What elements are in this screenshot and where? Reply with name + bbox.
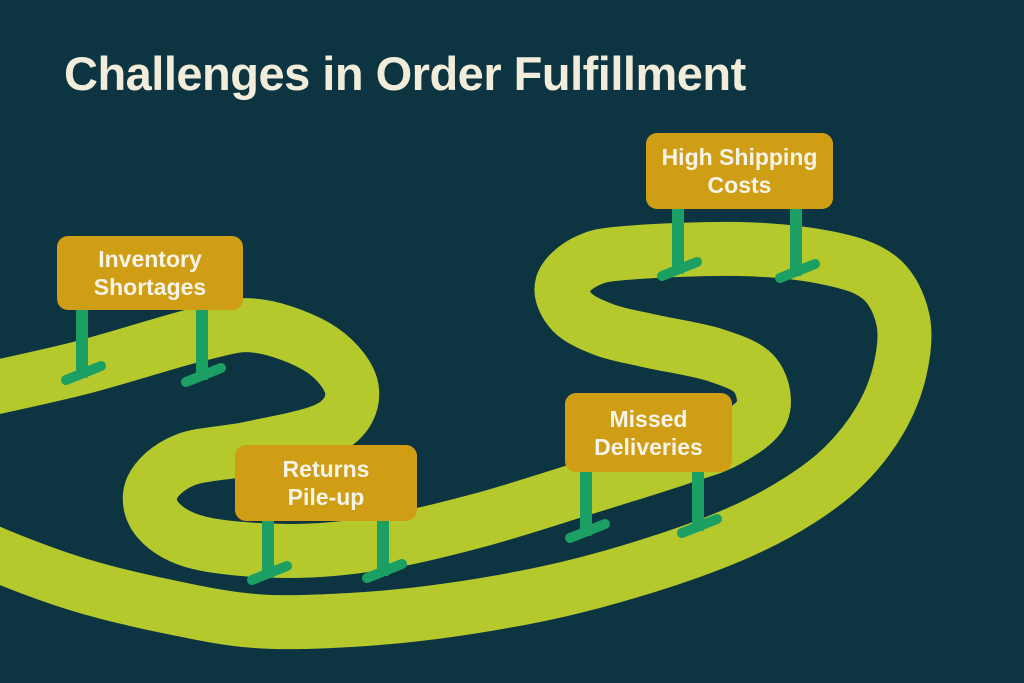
sign-text-line: Inventory [98,246,202,272]
sign-text-line: Costs [707,172,772,198]
sign-post [262,516,274,578]
post-foot [61,361,106,385]
sign-returns-pile-up: Returns Pile-up [235,445,417,521]
sign-text-line: High Shipping [661,144,818,170]
sign-text-line: Shortages [93,274,207,300]
sign-text-line: Returns [282,456,370,482]
sign-post [196,306,208,380]
post-foot [657,257,702,281]
sign-post [790,204,802,276]
sign-text-line: Deliveries [594,433,703,460]
sign-inventory-shortages: Inventory Shortages [57,236,243,310]
sign-text-line: Missed [609,405,688,432]
post-foot [775,259,820,283]
sign-post [692,468,704,531]
sign-post [76,306,88,378]
post-foot [181,363,226,387]
sign-text-line: Pile-up [287,484,365,510]
page-title: Challenges in Order Fulfillment [64,47,746,100]
post-foot [677,514,722,538]
sign-post [377,516,389,576]
post-foot [362,559,407,583]
sign-high-shipping-costs: High Shipping Costs [646,133,833,209]
sign-missed-deliveries: Missed Deliveries [565,393,732,472]
sign-post [672,204,684,274]
post-foot [247,561,292,585]
sign-post [580,468,592,536]
post-foot [565,519,610,543]
